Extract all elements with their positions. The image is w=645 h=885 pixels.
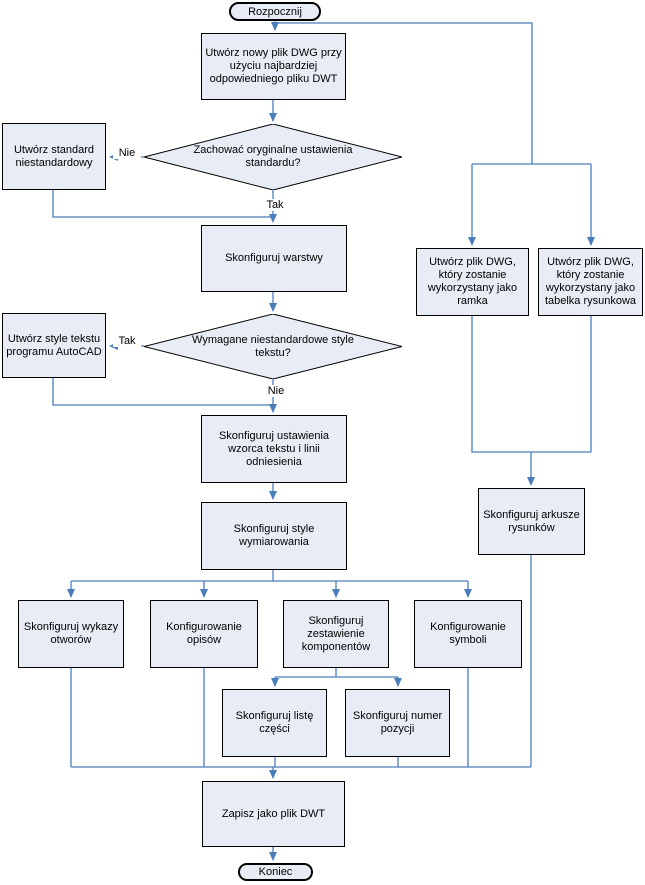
start-terminal: Rozpocznij — [229, 2, 321, 21]
decision-diamond-shape — [144, 314, 402, 379]
edge-label-yes-keep-standard: Tak — [262, 199, 288, 211]
node-hole-tables: Skonfiguruj wykazy otworów — [18, 600, 124, 668]
node-component-set: Skonfiguruj zestawienie komponentów — [283, 600, 389, 668]
node-text-template: Skonfiguruj ustawienia wzorca tekstu i l… — [201, 415, 347, 483]
decision-need-text-styles: Wymagane niestandardowe style tekstu? — [144, 314, 402, 379]
node-configure-layers: Skonfiguruj warstwy — [201, 225, 347, 292]
node-drawing-sheets: Skonfiguruj arkusze rysunków — [478, 488, 585, 555]
node-symbols: Konfigurowanie symboli — [414, 600, 522, 668]
decision-keep-standard: Zachować oryginalne ustawienia standardu… — [144, 124, 402, 190]
node-autocad-text-styles: Utwórz style tekstu programu AutoCAD — [2, 313, 106, 378]
node-save-dwt: Zapisz jako plik DWT — [202, 781, 345, 847]
node-parts-list: Skonfiguruj listę części — [222, 689, 327, 757]
decision-diamond-shape — [144, 124, 402, 190]
node-create-dwg: Utwórz nowy plik DWG przy użyciu najbard… — [201, 33, 346, 100]
edge-label-no-keep-standard: Nie — [113, 147, 141, 159]
decision-need-text-styles-label: Wymagane niestandardowe style tekstu? — [192, 333, 354, 359]
decision-keep-standard-label: Zachować oryginalne ustawienia standardu… — [193, 144, 353, 169]
node-custom-standard: Utwórz standard niestandardowy — [2, 123, 106, 190]
node-dimension-styles: Skonfiguruj style wymiarowania — [201, 502, 347, 570]
node-dwg-frame: Utwórz plik DWG, który zostanie wykorzys… — [416, 248, 529, 316]
node-dwg-title-block: Utwórz plik DWG, który zostanie wykorzys… — [538, 248, 643, 316]
edge-label-yes-need-text-styles: Tak — [113, 335, 141, 347]
node-annotations: Konfigurowanie opisów — [150, 600, 258, 668]
edge-label-no-need-text-styles: Nie — [262, 385, 290, 397]
end-terminal: Koniec — [238, 863, 313, 881]
node-item-number: Skonfiguruj numer pozycji — [345, 689, 450, 757]
